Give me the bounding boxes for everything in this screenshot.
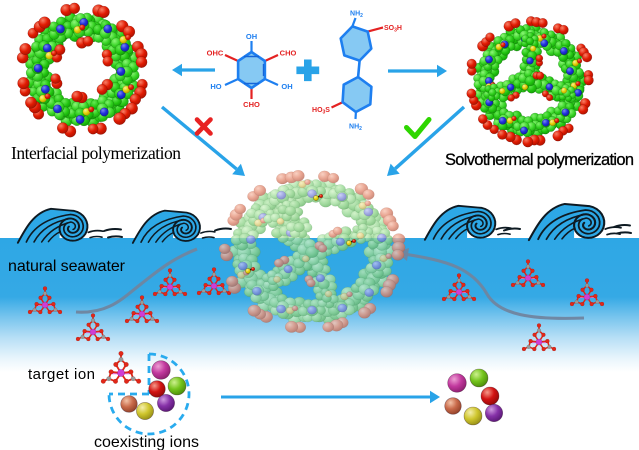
svg-text:NH2: NH2 (349, 124, 362, 133)
svg-text:natural seawater: natural seawater (8, 258, 126, 275)
svg-text:target ion: target ion (28, 366, 95, 383)
svg-text:HO3S: HO3S (312, 107, 330, 116)
svg-text:HO: HO (210, 82, 221, 91)
svg-text:CHO: CHO (243, 100, 260, 109)
svg-text:Solvothermal polymerization: Solvothermal polymerization (445, 151, 634, 169)
svg-text:OH: OH (246, 32, 257, 41)
svg-text:NH2: NH2 (350, 11, 363, 20)
svg-text:OH: OH (281, 82, 292, 91)
svg-text:coexisting ions: coexisting ions (94, 434, 199, 450)
svg-text:CHO: CHO (280, 49, 297, 58)
svg-text:Interfacial polymerization: Interfacial polymerization (11, 143, 181, 163)
svg-text:OHC: OHC (207, 49, 224, 58)
svg-text:SO3H: SO3H (384, 25, 402, 34)
